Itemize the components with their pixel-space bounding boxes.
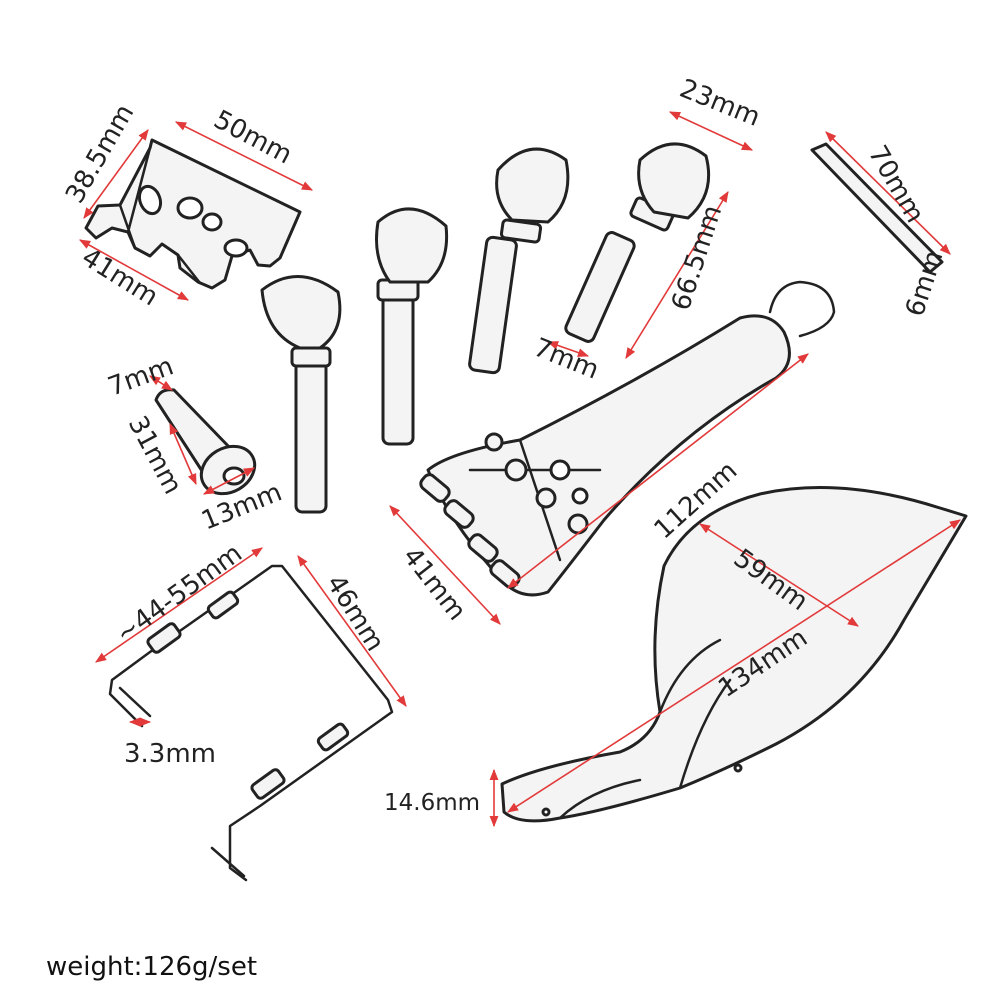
dim-chinrest-height: 14.6mm xyxy=(384,790,480,816)
dim-clamp-rod: 3.3mm xyxy=(124,739,216,769)
dim-peg-head: 23mm xyxy=(675,74,764,133)
dim-peg-length: 66.5mm xyxy=(666,202,728,315)
weight-label: weight:126g/set xyxy=(46,952,258,982)
peg-2 xyxy=(375,207,449,446)
peg-1 xyxy=(260,275,342,514)
dim-clamp-height: 46mm xyxy=(320,570,390,657)
peg-3 xyxy=(468,147,570,375)
dim-rod-diameter: 6mm xyxy=(900,247,949,320)
dim-tailpiece-width: 41mm xyxy=(396,542,471,626)
